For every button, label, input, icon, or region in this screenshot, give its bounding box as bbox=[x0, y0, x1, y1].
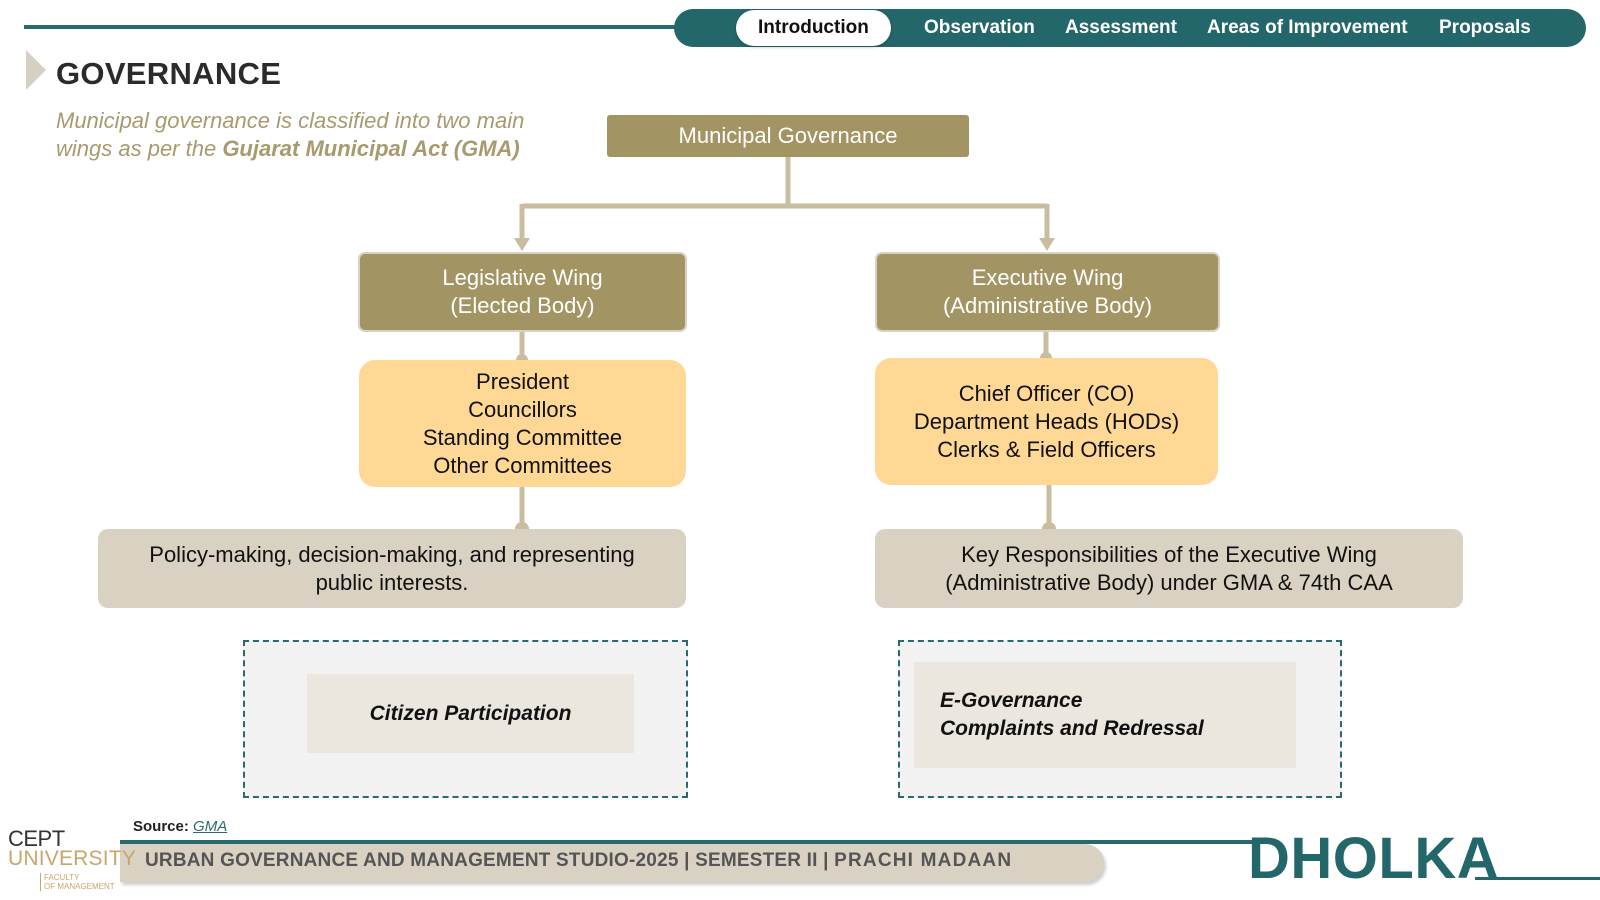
source-label: Source: bbox=[133, 818, 189, 835]
legislative-wing-subtitle: (Elected Body) bbox=[450, 293, 595, 318]
legislative-role-box: Policy-making, decision-making, and repr… bbox=[98, 529, 686, 608]
executive-role-box: Key Responsibilities of the Executive Wi… bbox=[875, 529, 1463, 608]
footer-studio-text: URBAN GOVERNANCE AND MANAGEMENT STUDIO-2… bbox=[145, 850, 1012, 872]
list-item: President bbox=[476, 368, 569, 394]
footer-author: PRACHI MADAAN bbox=[834, 850, 1013, 871]
executive-wing-subtitle: (Administrative Body) bbox=[942, 293, 1153, 318]
nav-tab-areas-of-improvement[interactable]: Areas of Improvement bbox=[1207, 17, 1408, 38]
subtitle-line2-prefix: wings as per the bbox=[56, 136, 223, 161]
subtitle-line1: Municipal governance is classified into … bbox=[56, 108, 525, 133]
logo-faculty: FACULTY OF MANAGEMENT bbox=[40, 873, 115, 891]
logo-faculty-line1: FACULTY bbox=[44, 873, 80, 882]
page-subtitle: Municipal governance is classified into … bbox=[56, 107, 576, 163]
legislative-wing-box: Legislative Wing (Elected Body) bbox=[358, 252, 687, 332]
executive-role-line1: Key Responsibilities of the Executive Wi… bbox=[961, 541, 1377, 567]
list-item: Other Committees bbox=[433, 452, 612, 478]
brand-underline bbox=[1475, 877, 1600, 880]
focus-citizen-participation: Citizen Participation bbox=[369, 701, 572, 725]
source-note: Source: GMA bbox=[133, 818, 227, 835]
nav-tab-observation[interactable]: Observation bbox=[924, 17, 1035, 38]
list-item: Councillors bbox=[468, 396, 577, 422]
focus-e-governance: E-Governance bbox=[940, 689, 1083, 712]
footer-divider-line bbox=[120, 840, 1265, 844]
executive-focus-box: E-Governance Complaints and Redressal bbox=[914, 662, 1296, 768]
list-item: Chief Officer (CO) bbox=[958, 380, 1135, 406]
list-item: Clerks & Field Officers bbox=[937, 436, 1156, 462]
cept-university-logo: CEPT UNIVERSITY FACULTY OF MANAGEMENT bbox=[8, 826, 136, 891]
nav-tab-assessment[interactable]: Assessment bbox=[1065, 17, 1177, 38]
title-arrow-icon bbox=[26, 50, 46, 90]
logo-cept: CEPT bbox=[8, 826, 65, 851]
legislative-role-line1: Policy-making, decision-making, and repr… bbox=[149, 541, 635, 567]
executive-wing-title: Executive Wing bbox=[971, 265, 1124, 290]
brand-title: DHOLKA bbox=[1248, 826, 1500, 891]
top-divider-line bbox=[24, 25, 684, 29]
logo-university: UNIVERSITY bbox=[8, 847, 137, 870]
nav-tab-proposals[interactable]: Proposals bbox=[1439, 17, 1531, 38]
footer-studio: URBAN GOVERNANCE AND MANAGEMENT STUDIO-2… bbox=[145, 850, 835, 871]
section-nav: Introduction Observation Assessment Area… bbox=[674, 9, 1586, 47]
executive-members-box: Chief Officer (CO) Department Heads (HOD… bbox=[875, 358, 1218, 485]
logo-faculty-line2: OF MANAGEMENT bbox=[44, 882, 115, 891]
legislative-focus-box: Citizen Participation bbox=[307, 674, 634, 753]
footer-bar bbox=[120, 844, 1104, 882]
nav-tab-introduction[interactable]: Introduction bbox=[736, 10, 891, 46]
executive-role-line2: (Administrative Body) under GMA & 74th C… bbox=[945, 569, 1393, 595]
subtitle-act-name: Gujarat Municipal Act (GMA) bbox=[222, 136, 520, 161]
legislative-role-line2: public interests. bbox=[315, 569, 469, 595]
focus-complaints-redressal: Complaints and Redressal bbox=[940, 717, 1204, 740]
source-link[interactable]: GMA bbox=[193, 818, 228, 835]
page-title: GOVERNANCE bbox=[56, 56, 282, 91]
root-municipal-governance: Municipal Governance bbox=[607, 115, 969, 157]
legislative-wing-title: Legislative Wing bbox=[442, 265, 603, 290]
list-item: Standing Committee bbox=[422, 424, 623, 450]
legislative-members-box: President Councillors Standing Committee… bbox=[359, 360, 686, 487]
executive-wing-box: Executive Wing (Administrative Body) bbox=[875, 252, 1220, 332]
list-item: Department Heads (HODs) bbox=[913, 408, 1180, 434]
